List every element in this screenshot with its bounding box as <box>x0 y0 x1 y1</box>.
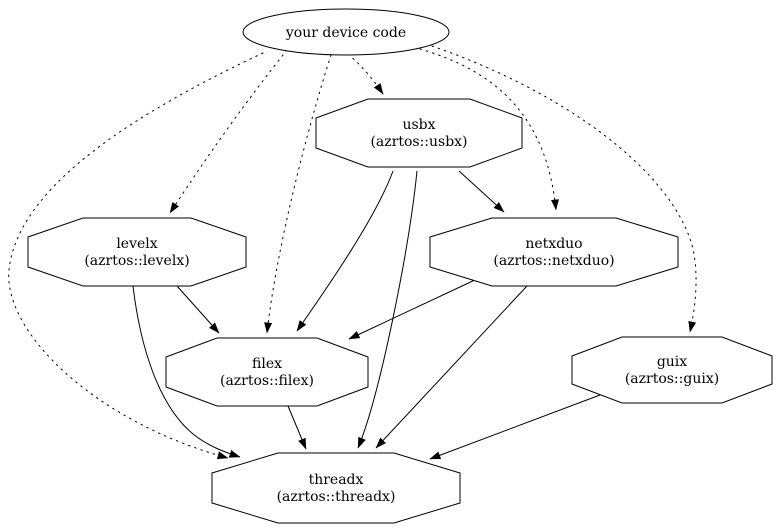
node-your-device-code: your device code <box>242 8 450 56</box>
edge-usbx-to-filex <box>296 170 394 332</box>
filex-label: filex <box>252 356 282 372</box>
threadx-label: threadx <box>309 472 364 488</box>
edge-levelx-to-filex <box>176 285 220 334</box>
edge-your-device-code-to-usbx <box>347 53 384 95</box>
node-threadx: threadx (azrtos::threadx) <box>211 452 461 524</box>
guix-sublabel: (azrtos::guix) <box>625 371 719 387</box>
levelx-label: levelx <box>116 236 157 252</box>
your-device-code-ellipse <box>242 8 450 56</box>
guix-label: guix <box>657 354 687 370</box>
edge-your-device-code-to-netxduo <box>419 48 559 211</box>
edge-guix-to-threadx <box>429 394 601 460</box>
edge-your-device-code-to-guix <box>431 45 697 333</box>
edge-usbx-to-netxduo <box>458 170 505 213</box>
edge-netxduo-to-filex <box>348 278 478 340</box>
usbx-octagon <box>315 98 523 168</box>
node-usbx: usbx (azrtos::usbx) <box>315 98 523 168</box>
edge-usbx-to-threadx <box>357 170 418 449</box>
guix-octagon <box>571 336 773 404</box>
netxduo-octagon <box>429 217 679 287</box>
usbx-sublabel: (azrtos::usbx) <box>370 134 467 150</box>
levelx-sublabel: (azrtos::levelx) <box>84 253 189 269</box>
usbx-label: usbx <box>402 117 435 133</box>
node-netxduo: netxduo (azrtos::netxduo) <box>429 217 679 287</box>
edge-your-device-code-to-levelx <box>169 49 288 214</box>
threadx-octagon <box>211 452 461 524</box>
node-guix: guix (azrtos::guix) <box>571 336 773 404</box>
levelx-octagon <box>27 217 247 287</box>
edge-filex-to-threadx <box>287 405 307 450</box>
edge-levelx-to-threadx <box>132 285 241 458</box>
netxduo-sublabel: (azrtos::netxduo) <box>493 253 614 269</box>
node-filex: filex (azrtos::filex) <box>165 337 369 407</box>
netxduo-label: netxduo <box>525 236 582 252</box>
edge-your-device-code-to-filex <box>264 54 332 334</box>
filex-sublabel: (azrtos::filex) <box>220 373 314 389</box>
threadx-sublabel: (azrtos::threadx) <box>277 489 396 505</box>
edge-group <box>8 45 697 460</box>
node-levelx: levelx (azrtos::levelx) <box>27 217 247 287</box>
edge-your-device-code-to-threadx <box>8 52 264 460</box>
edge-netxduo-to-threadx <box>375 285 528 449</box>
filex-octagon <box>165 337 369 407</box>
your-device-code-label: your device code <box>285 25 406 41</box>
